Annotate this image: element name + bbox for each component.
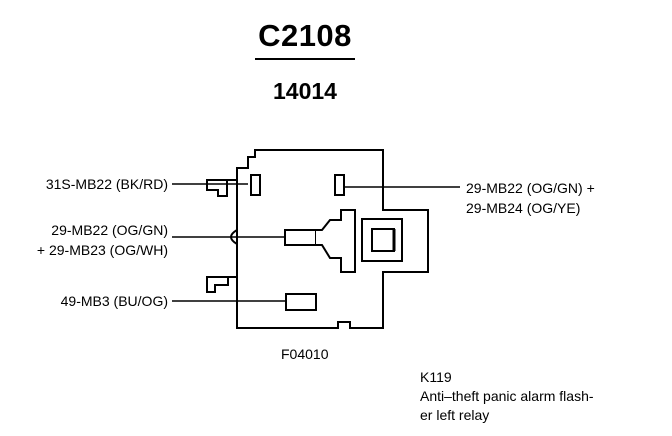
pin-label-3: 49-MB3 (BU/OG)	[0, 291, 168, 311]
relay-info: K119 Anti–theft panic alarm flash- er le…	[420, 368, 594, 425]
figure-id: F04010	[281, 346, 329, 362]
connector-housing	[236, 149, 429, 329]
terminal-pin-1	[250, 174, 261, 196]
connector-id: C2108	[258, 18, 352, 53]
pin-1-line-1: 31S-MB22 (BK/RD)	[45, 176, 168, 192]
terminal-pin-4	[334, 174, 345, 196]
latch-top	[206, 179, 237, 197]
pin-label-1: 31S-MB22 (BK/RD)	[0, 174, 168, 194]
pin-2-line-1: 29-MB22 (OG/GN)	[51, 222, 168, 238]
component-number: 14014	[273, 78, 337, 104]
terminal-pin-2	[284, 229, 317, 246]
latch-bottom	[206, 276, 237, 293]
pin-label-2: 29-MB22 (OG/GN) + 29-MB23 (OG/WH)	[0, 220, 168, 260]
pin-label-4: 29-MB22 (OG/GN) + 29-MB24 (OG/YE)	[466, 178, 595, 218]
title-underline	[255, 58, 355, 60]
relay-description-2: er left relay	[420, 407, 490, 423]
lock-window-inner	[371, 228, 395, 252]
relay-description-1: Anti–theft panic alarm flash-	[420, 388, 594, 404]
pin-4-line-2: 29-MB24 (OG/YE)	[466, 200, 581, 216]
relay-code: K119	[420, 369, 452, 385]
terminal-pin-3	[285, 293, 317, 311]
pin-4-line-1: 29-MB22 (OG/GN) +	[466, 180, 595, 196]
pin-3-line-1: 49-MB3 (BU/OG)	[60, 293, 168, 309]
lock-tab-outline	[316, 209, 356, 273]
pin-2-line-2: + 29-MB23 (OG/WH)	[36, 242, 168, 258]
